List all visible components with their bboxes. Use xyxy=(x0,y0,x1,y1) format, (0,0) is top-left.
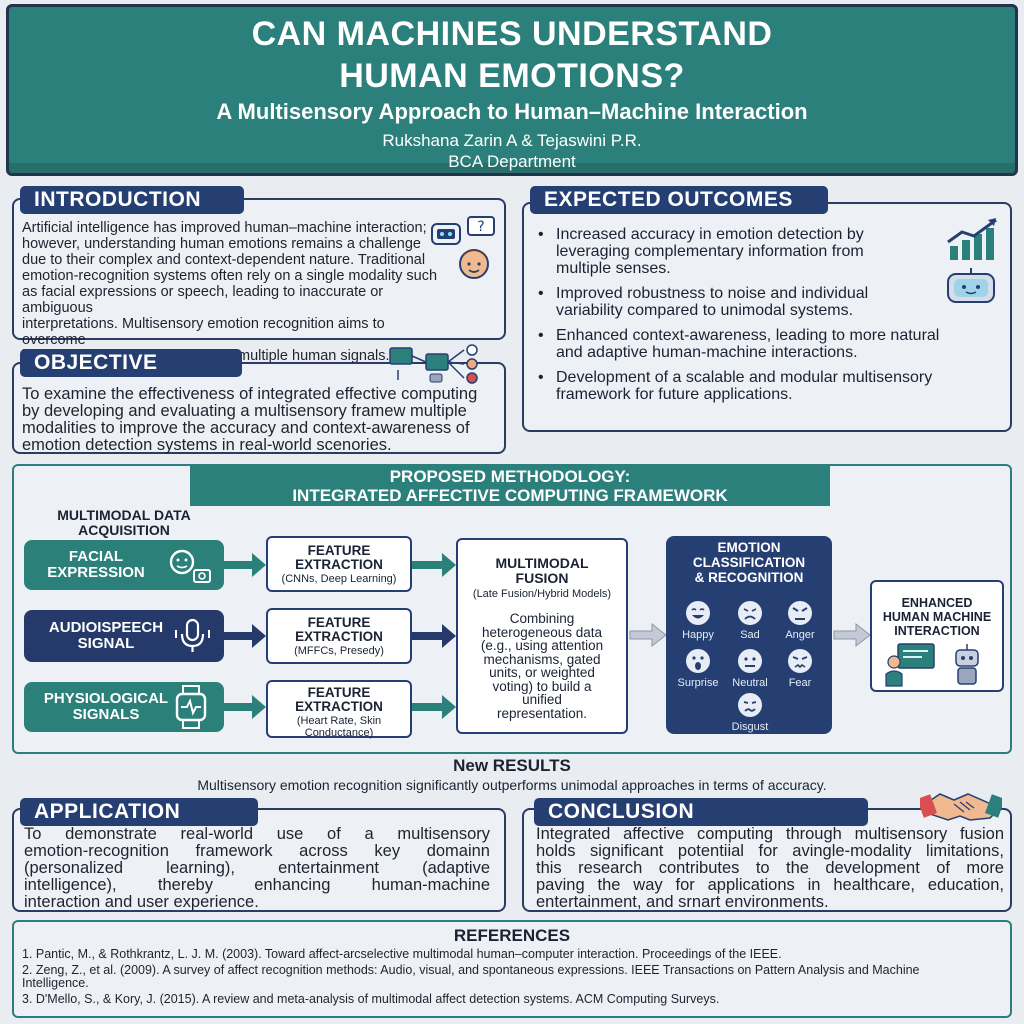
results-text: Multisensory emotion recognition signifi… xyxy=(197,777,827,793)
flow-arrows-features xyxy=(412,553,456,719)
sad-face-icon xyxy=(738,601,762,625)
outcome-item: Improved robustness to noise and individ… xyxy=(534,285,1004,319)
disgust-face-icon xyxy=(738,693,762,717)
outcome-item: Development of a scalable and modular mu… xyxy=(534,369,1004,403)
emotion-neutral: Neutral xyxy=(728,648,772,689)
objective-section xyxy=(12,362,506,454)
results-heading: New RESULTS xyxy=(453,756,571,775)
emotion-happy: Happy xyxy=(676,600,720,641)
happy-face-icon xyxy=(686,601,710,625)
introduction-text: Artificial intelligence has improved hum… xyxy=(22,220,438,364)
references-list: 1. Pantic, M., & Rothkrantz, L. J. M. (2… xyxy=(22,948,1006,1006)
reference-item: 3. D'Mello, S., & Kory, J. (2015). A rev… xyxy=(22,992,720,1006)
introduction-heading: INTRODUCTION xyxy=(20,186,244,214)
reference-item: 2. Zeng, Z., et al. (2009). A survey of … xyxy=(22,963,920,977)
objective-text: To examine the effectiveness of integrat… xyxy=(22,385,478,454)
human-robot-interaction-icon xyxy=(885,643,979,687)
introduction-section xyxy=(12,198,506,340)
reference-item: Intelligence. xyxy=(22,976,89,990)
outcome-item: Enhanced context-awareness, leading to m… xyxy=(534,327,1004,361)
references-heading: REFERENCES xyxy=(453,926,571,945)
reference-item: 1. Pantic, M., & Rothkrantz, L. J. M. (2… xyxy=(22,947,782,961)
surprised-face-icon xyxy=(686,649,710,673)
enhanced-interaction-box: ENHANCED HUMAN MACHINE INTERACTION xyxy=(870,580,1004,692)
conclusion-heading: CONCLUSION xyxy=(534,798,868,826)
pipeline-diagram-icon xyxy=(389,344,478,384)
microphone-icon xyxy=(175,618,210,652)
poster-header: CAN MACHINES UNDERSTAND HUMAN EMOTIONS? … xyxy=(6,4,1018,176)
emotion-sad: Sad xyxy=(728,600,772,641)
department: BCA Department xyxy=(448,152,576,171)
conclusion-text: Integrated affective computing through m… xyxy=(536,825,1004,911)
smartwatch-icon xyxy=(175,685,207,729)
application-heading: APPLICATION xyxy=(20,798,258,826)
robot-person-icon: ? xyxy=(431,216,495,279)
outcomes-heading: EXPECTED OUTCOMES xyxy=(530,186,828,214)
emotion-fear: Fear xyxy=(778,648,822,689)
objective-heading: OBJECTIVE xyxy=(20,349,242,377)
emotion-disgust: Disgust xyxy=(728,692,772,733)
emotion-anger: Anger xyxy=(778,600,822,641)
flow-arrows-inputs xyxy=(222,553,266,719)
svg-text:?: ? xyxy=(477,219,484,235)
acquisition-label: MULTIMODAL DATA ACQUISITION xyxy=(57,507,191,538)
poster-subtitle: A Multisensory Approach to Human–Machine… xyxy=(216,99,808,124)
fear-face-icon xyxy=(788,649,812,673)
references-section xyxy=(12,920,1012,1018)
outcome-item: Increased accuracy in emotion detection … xyxy=(534,226,1004,277)
authors: Rukshana Zarin A & Tejaswini P.R. xyxy=(382,131,642,150)
neutral-face-icon xyxy=(738,649,762,673)
application-text: To demonstrate real-world use of a multi… xyxy=(24,825,490,911)
emotion-surprise: Surprise xyxy=(676,648,720,689)
methodology-title: PROPOSED METHODOLOGY: INTEGRATED AFFECTI… xyxy=(190,466,830,506)
angry-face-icon xyxy=(788,601,812,625)
growth-chart-icon xyxy=(947,218,997,260)
flow-arrow-classification xyxy=(833,622,871,648)
handshake-icon xyxy=(920,793,1002,821)
robot-face-icon xyxy=(947,268,995,303)
poster-title: CAN MACHINES UNDERSTAND HUMAN EMOTIONS? xyxy=(251,15,773,95)
outcomes-list: Increased accuracy in emotion detection … xyxy=(534,226,1004,411)
flow-arrow-fusion xyxy=(629,622,667,648)
face-scan-icon xyxy=(169,549,211,583)
